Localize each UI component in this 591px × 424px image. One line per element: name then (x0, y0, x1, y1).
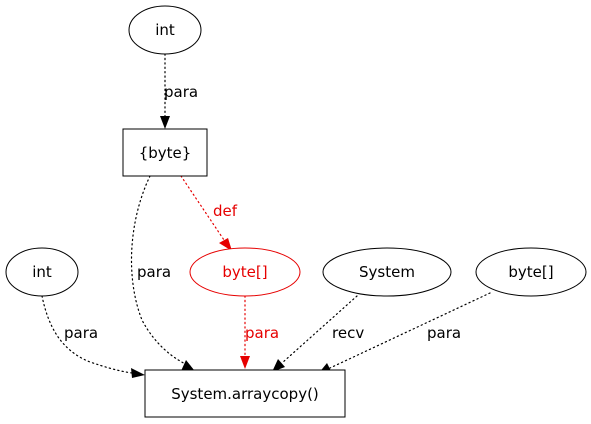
node-system: System (322, 247, 452, 297)
node-label: {byte} (139, 144, 192, 162)
arrowhead (272, 359, 285, 372)
arrowhead (219, 238, 232, 251)
node-shape (122, 128, 208, 177)
edge-label: recv (332, 324, 364, 342)
node-label: byte[] (222, 263, 267, 281)
arrowhead (160, 116, 170, 129)
edge-system-to-arraycopy: recv (272, 295, 364, 372)
edge-int-to-byte-set: para (160, 53, 198, 129)
node-label: System.arraycopy() (171, 385, 319, 403)
edge-int-left-to-arraycopy: para (41, 295, 145, 378)
edge-byte-array-to-arraycopy: para (240, 295, 279, 369)
node-shape (128, 5, 202, 55)
node-arraycopy: System.arraycopy() (144, 369, 346, 418)
node-int-top: int (128, 5, 202, 55)
node-byte-set: {byte} (122, 128, 208, 177)
node-shape (144, 369, 346, 418)
edge-byte-set-to-arraycopy: para (130, 175, 194, 371)
edge-label: para (427, 324, 461, 342)
edge-label: para (137, 263, 171, 281)
edge-line (281, 295, 358, 364)
edge-label: para (64, 324, 98, 342)
edge-line (180, 175, 225, 241)
edge-label: para (245, 324, 279, 342)
node-shape (5, 247, 79, 297)
arrowhead (181, 360, 194, 371)
node-byte-array-mid: byte[] (189, 247, 301, 297)
node-int-left: int (5, 247, 79, 297)
node-byte-array-right: byte[] (475, 247, 587, 297)
node-label: byte[] (508, 263, 553, 281)
edge-label: para (164, 83, 198, 101)
edge-byte-set-to-byte-array: def (180, 175, 238, 251)
node-label: int (32, 263, 52, 281)
edge-line (41, 295, 133, 374)
node-shape (475, 247, 587, 297)
arrowhead (131, 368, 145, 378)
node-shape (189, 247, 301, 297)
node-shape (322, 247, 452, 297)
edge-line (130, 175, 191, 367)
node-label: int (155, 21, 175, 39)
node-label: System (359, 263, 415, 281)
edge-line (329, 292, 491, 369)
edge-label: def (213, 202, 238, 220)
arrowhead (240, 356, 250, 369)
